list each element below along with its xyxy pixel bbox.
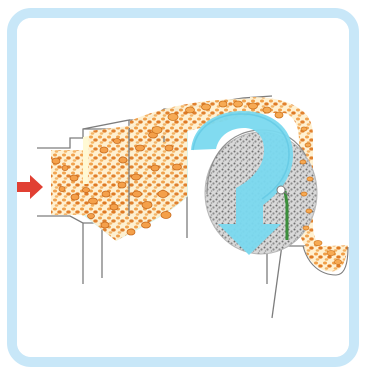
separator-diagram <box>17 18 349 357</box>
rounded-frame <box>7 8 359 367</box>
separator-illustration <box>17 18 349 357</box>
